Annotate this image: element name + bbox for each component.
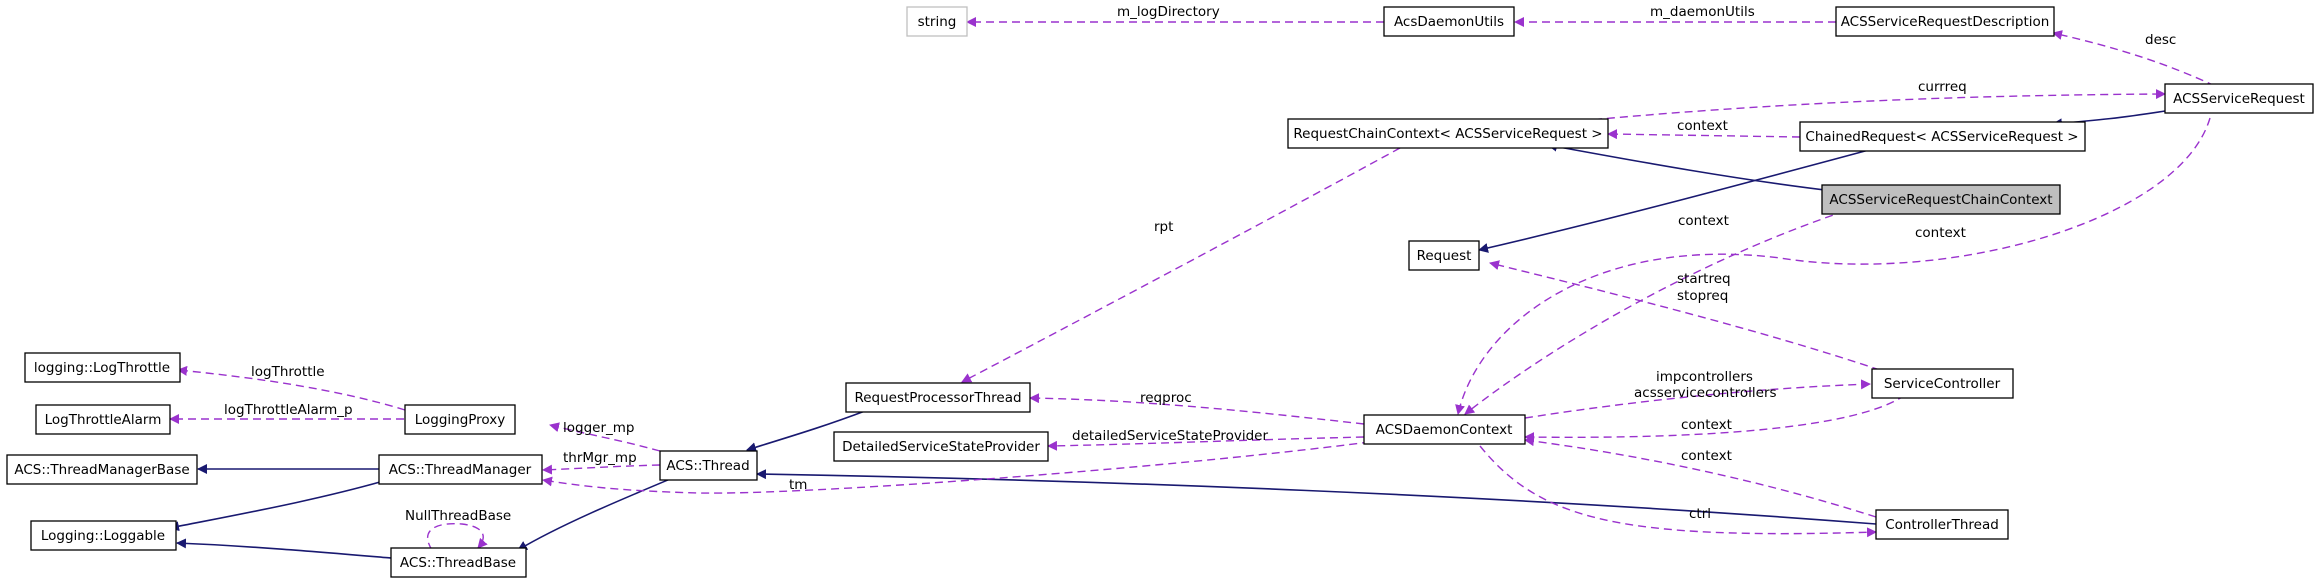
class-node-requestchaincontext[interactable]: RequestChainContext< ACSServiceRequest > (1287, 118, 1609, 149)
class-node-chainedrequest[interactable]: ChainedRequest< ACSServiceRequest > (1799, 121, 2086, 152)
edge-label-logger-mp: logger_mp (563, 420, 634, 436)
class-node-acsservicerequestdescription[interactable]: ACSServiceRequestDescription (1835, 6, 2055, 37)
class-node-label: ACSDaemonContext (1376, 422, 1513, 438)
class-node-label: string (918, 14, 957, 30)
class-node-label: LoggingProxy (415, 412, 506, 428)
edge-label-thrmgr-mp: thrMgr_mp (563, 450, 637, 466)
edge-daemoncontext-ctrl (1479, 445, 1877, 538)
class-node-logging-loggable[interactable]: Logging::Loggable (30, 520, 177, 551)
class-node-string[interactable]: string (906, 6, 968, 37)
edge-chaincontext-inherits-requestchaincontext (1547, 141, 1834, 192)
edge-label-currreq: currreq (1918, 79, 1967, 95)
class-node-detailedservicestateprovider[interactable]: DetailedServiceStateProvider (833, 431, 1049, 462)
edge-label-context-chain: context (1678, 213, 1729, 229)
class-node-acsservicerequestchaincontext[interactable]: ACSServiceRequestChainContext (1821, 184, 2061, 215)
edge-label-rpt: rpt (1154, 219, 1173, 235)
class-node-controllerthread[interactable]: ControllerThread (1875, 509, 2009, 540)
class-node-label: RequestChainContext< ACSServiceRequest > (1293, 126, 1602, 142)
class-node-requestprocessorthread[interactable]: RequestProcessorThread (845, 382, 1031, 413)
edge-controllerthread-context (1524, 436, 1877, 518)
edge-label-detailedstateprovider: detailedServiceStateProvider (1072, 428, 1268, 444)
class-node-request[interactable]: Request (1408, 240, 1480, 271)
edge-loggingproxy-logthrottle (177, 365, 406, 411)
edge-acsthread-logger-mp (549, 422, 661, 452)
edge-requestchaincontext-rpt (961, 147, 1401, 383)
class-node-label: ACS::ThreadBase (400, 555, 516, 571)
edge-acsthread-inherits-threadbase (517, 476, 676, 551)
edge-label-impcontrollers: impcontrollers (1656, 369, 1753, 385)
edge-chainedrequest-inherits-request (1478, 146, 1881, 253)
class-node-label: ACS::ThreadManagerBase (14, 462, 189, 478)
edge-daemoncontext-impcontrollers (1524, 379, 1871, 419)
edge-label-context-request: context (1915, 225, 1966, 241)
edge-acsservicerequest-desc (2052, 30, 2216, 87)
edge-label-context-servicecontroller: context (1681, 417, 1732, 433)
edge-label-nullthreadbase: NullThreadBase (405, 508, 511, 524)
edge-daemoncontext-context-request (1455, 117, 2211, 415)
class-node-label: ACSServiceRequest (2173, 91, 2305, 107)
edge-label-reqproc: reqproc (1140, 390, 1192, 406)
class-node-acs-threadbase[interactable]: ACS::ThreadBase (390, 547, 527, 578)
class-node-label: AcsDaemonUtils (1394, 14, 1504, 30)
class-node-logthrottlealarm[interactable]: LogThrottleAlarm (35, 404, 171, 435)
edge-requestprocessorthread-inherits-acsthread (746, 410, 866, 453)
class-node-logging-logthrottle[interactable]: logging::LogThrottle (24, 352, 181, 383)
class-node-label: ACS::Thread (666, 458, 749, 474)
edge-requestchaincontext-currreq (1567, 89, 2166, 123)
edge-label-m-daemonutils: m_daemonUtils (1650, 4, 1755, 20)
edge-servicecontroller-context (1524, 394, 1906, 443)
edge-label-acsservicecontrollers: acsservicecontrollers (1634, 385, 1777, 401)
class-node-acs-threadmanagerbase[interactable]: ACS::ThreadManagerBase (6, 454, 198, 485)
class-node-servicecontroller[interactable]: ServiceController (1871, 368, 2014, 399)
class-node-label: ACS::ThreadManager (389, 462, 532, 478)
class-node-acsservicerequest[interactable]: ACSServiceRequest (2164, 83, 2314, 114)
edge-controllerthread-inherits-acsthread (756, 469, 1877, 525)
edge-label-context-chained: context (1677, 118, 1728, 134)
class-node-label: ACSServiceRequestChainContext (1829, 192, 2052, 208)
edge-label-m-logdirectory: m_logDirectory (1117, 4, 1220, 20)
edge-label-tm: tm (789, 477, 807, 493)
edge-acsthread-thrmgr-mp (542, 464, 661, 475)
edge-label-startreq: startreq (1677, 271, 1731, 287)
class-node-acsdaemonutils[interactable]: AcsDaemonUtils (1383, 6, 1515, 37)
class-node-label: ServiceController (1884, 376, 2001, 392)
class-node-label: LogThrottleAlarm (45, 412, 162, 428)
class-node-label: Logging::Loggable (41, 528, 165, 544)
edge-label-context-controllerthread: context (1681, 448, 1732, 464)
edge-threadmanager-inherits-loggable (169, 477, 395, 532)
edge-threadbase-inherits-loggable (176, 538, 392, 559)
edge-daemoncontext-detailedstateprovider (1047, 436, 1365, 451)
edge-servicecontroller-startreq-stopreq (1489, 260, 1881, 371)
edge-label-desc: desc (2145, 32, 2176, 48)
class-node-label: logging::LogThrottle (34, 360, 170, 376)
class-node-label: ACSServiceRequestDescription (1841, 14, 2050, 30)
edge-daemoncontext-context-chain (1464, 210, 1846, 415)
class-node-label: ControllerThread (1885, 517, 1999, 533)
edge-label-stopreq: stopreq (1677, 288, 1728, 304)
edge-threadbase-nullthreadbase (426, 522, 488, 551)
edge-daemoncontext-tm (542, 441, 1371, 494)
class-node-label: RequestProcessorThread (854, 390, 1021, 406)
class-node-label: Request (1417, 248, 1472, 264)
edge-chainedrequest-context (1607, 129, 1801, 140)
class-node-label: DetailedServiceStateProvider (842, 439, 1040, 455)
class-node-acs-threadmanager[interactable]: ACS::ThreadManager (378, 454, 543, 485)
edge-label-logthrottle: logThrottle (251, 364, 325, 380)
class-node-label: ChainedRequest< ACSServiceRequest > (1805, 129, 2078, 145)
class-node-loggingproxy[interactable]: LoggingProxy (404, 404, 516, 435)
edge-label-ctrl: ctrl (1689, 506, 1711, 522)
edge-label-logthrottlealarm-p: logThrottleAlarm_p (224, 402, 353, 418)
edge-daemoncontext-reqproc (1029, 393, 1365, 425)
class-node-acsdaemoncontext[interactable]: ACSDaemonContext (1363, 414, 1526, 445)
class-node-acs-thread[interactable]: ACS::Thread (659, 450, 758, 481)
